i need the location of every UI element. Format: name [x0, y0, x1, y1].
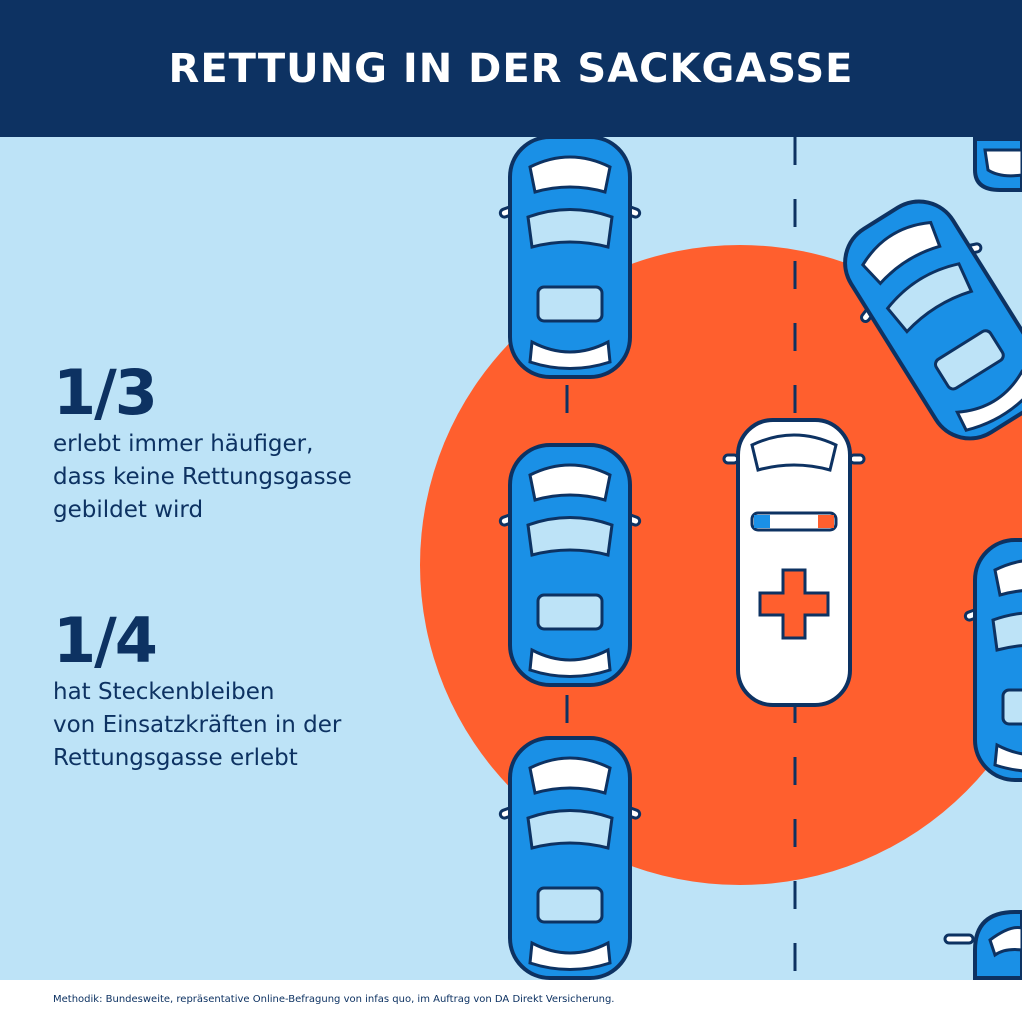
- footer: Methodik: Bundesweite, repräsentative On…: [0, 980, 1022, 1022]
- stat-value: 1/4: [53, 604, 158, 677]
- stat-value: 1/3: [53, 356, 158, 429]
- car-icon: [497, 736, 643, 980]
- car-icon: [497, 137, 643, 379]
- stat-text-line: Rettungsgasse erlebt: [53, 745, 298, 771]
- stat-one-third: 1/3 erlebt immer häufiger, dass keine Re…: [53, 362, 352, 527]
- stat-text-line: hat Steckenbleiben: [53, 679, 275, 705]
- header-banner: RETTUNG IN DER SACKGASSE: [0, 0, 1022, 137]
- car-icon: [973, 137, 1022, 192]
- orange-circle: [420, 245, 1022, 885]
- ambulance-icon: [722, 418, 866, 707]
- car-icon: [497, 443, 643, 687]
- stat-one-quarter: 1/4 hat Steckenbleiben von Einsatzkräfte…: [53, 610, 341, 775]
- stat-text-line: erlebt immer häufiger,: [53, 431, 314, 457]
- illustration-scene: 1/3 erlebt immer häufiger, dass keine Re…: [0, 137, 1022, 980]
- methodology-note: Methodik: Bundesweite, repräsentative On…: [53, 994, 615, 1005]
- stat-text-line: gebildet wird: [53, 497, 204, 523]
- car-icon: [943, 910, 1022, 980]
- stat-text-line: von Einsatzkräften in der: [53, 712, 342, 738]
- traffic-illustration: [420, 137, 1022, 980]
- stat-text-line: dass keine Rettungsgasse: [53, 464, 352, 490]
- page-title: RETTUNG IN DER SACKGASSE: [168, 45, 854, 92]
